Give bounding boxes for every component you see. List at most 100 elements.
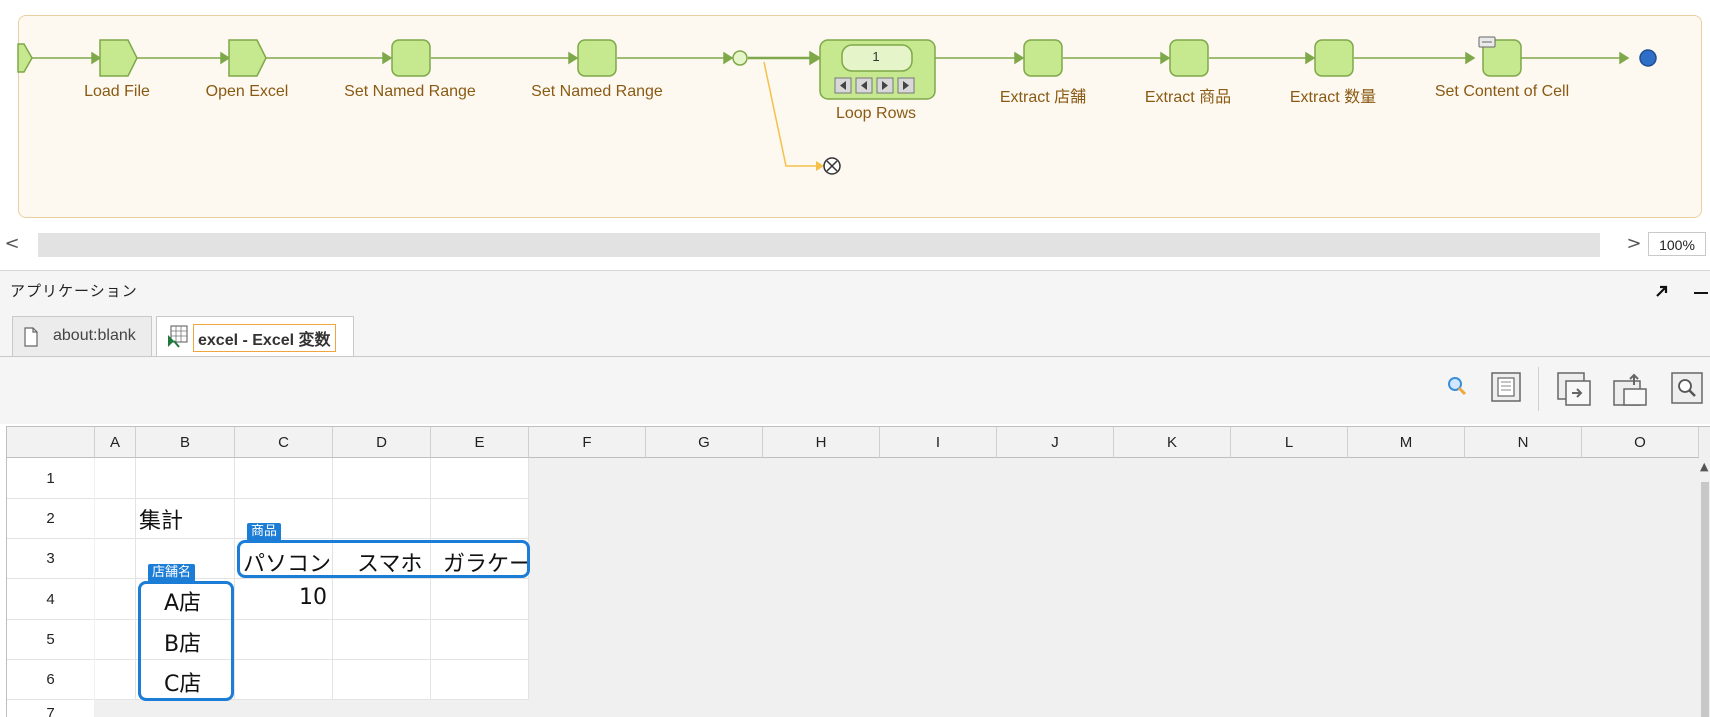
cell-d2[interactable]: [333, 499, 431, 539]
cell-e3[interactable]: ガラケー: [431, 539, 531, 579]
step-node: [391, 39, 431, 77]
minimize-icon[interactable]: [1694, 292, 1708, 294]
loop-counter: 1: [872, 49, 880, 64]
maximize-icon[interactable]: [1654, 283, 1670, 299]
step-label-set-content-of-cell: Set Content of Cell: [1434, 83, 1570, 100]
cell-c4[interactable]: 10: [235, 579, 333, 620]
cell-e6[interactable]: [431, 660, 529, 700]
row-header[interactable]: 5: [7, 620, 94, 660]
branch-point: [732, 50, 748, 66]
row-header[interactable]: 7: [7, 700, 94, 717]
scroll-thumb[interactable]: [1701, 482, 1709, 717]
cell-a6[interactable]: [95, 660, 136, 700]
cell-e4[interactable]: [431, 579, 529, 620]
cell-b2[interactable]: 集計: [136, 499, 235, 539]
column-header[interactable]: K: [1114, 427, 1231, 458]
column-header[interactable]: G: [646, 427, 763, 458]
step-label-extract-quantity: Extract 数量: [1289, 89, 1377, 106]
page-icon: [24, 327, 38, 347]
toolbar-divider: [1538, 367, 1539, 411]
tab-bar: about:blank excel - Excel 変数: [0, 310, 1710, 357]
step-node: [99, 39, 138, 77]
cell-d6[interactable]: [333, 660, 431, 700]
column-header[interactable]: O: [1582, 427, 1699, 458]
step-node: [1169, 39, 1209, 77]
row-header[interactable]: 3: [7, 539, 94, 579]
row-header[interactable]: 6: [7, 660, 94, 700]
corner-header: [7, 427, 95, 458]
step-label-loop-rows: Loop Rows: [835, 105, 917, 122]
cell-a5[interactable]: [95, 620, 136, 660]
workflow-canvas[interactable]: Load File Open Excel Set Named Range Set…: [0, 0, 1710, 228]
step-label-open-excel: Open Excel: [205, 83, 289, 100]
step-label-extract-product: Extract 商品: [1144, 89, 1232, 106]
zoom-level[interactable]: 100%: [1648, 232, 1706, 256]
zoom-window-icon[interactable]: [1670, 371, 1706, 407]
column-header[interactable]: F: [529, 427, 646, 458]
cell-e1[interactable]: [431, 458, 529, 499]
cell-a1[interactable]: [95, 458, 136, 499]
row-header[interactable]: 1: [7, 458, 94, 499]
application-panel-header: アプリケーション: [0, 270, 1710, 311]
cell-a4[interactable]: [95, 579, 136, 620]
cell-d5[interactable]: [333, 620, 431, 660]
window-import-icon[interactable]: [1556, 371, 1592, 407]
step-node: [1314, 39, 1354, 77]
cell-d3[interactable]: スマホ: [333, 539, 431, 579]
tab-about-blank[interactable]: about:blank: [12, 316, 152, 356]
scroll-track[interactable]: [38, 233, 1600, 257]
column-header[interactable]: N: [1465, 427, 1582, 458]
cell-c3[interactable]: パソコン: [235, 539, 333, 579]
excel-sheet-icon: [168, 325, 188, 348]
cell-d4[interactable]: [333, 579, 431, 620]
step-node: [228, 39, 267, 77]
tab-excel[interactable]: excel - Excel 変数: [156, 316, 354, 356]
page-view-icon[interactable]: [1490, 371, 1522, 403]
column-header[interactable]: B: [136, 427, 235, 458]
row-header[interactable]: 2: [7, 499, 94, 539]
column-header[interactable]: E: [431, 427, 529, 458]
step-node: [577, 39, 617, 77]
column-header[interactable]: D: [333, 427, 431, 458]
scroll-right-button[interactable]: >: [1626, 233, 1642, 254]
scroll-up-icon[interactable]: ▲: [1700, 460, 1709, 473]
panel-title: アプリケーション: [10, 282, 138, 300]
column-header[interactable]: H: [763, 427, 880, 458]
column-header[interactable]: J: [997, 427, 1114, 458]
cell-c1[interactable]: [235, 458, 333, 499]
cell-d1[interactable]: [333, 458, 431, 499]
spreadsheet[interactable]: A B C D E F G H I J K L M N O 1 2 3 4 5 …: [6, 426, 1710, 717]
cell-b1[interactable]: [136, 458, 235, 499]
magnifier-icon[interactable]: [1442, 371, 1474, 403]
tab-label: excel - Excel 変数: [193, 324, 336, 352]
step-label-extract-store: Extract 店舗: [999, 89, 1087, 106]
vertical-scrollbar[interactable]: ▲: [1699, 458, 1710, 717]
cell-b6[interactable]: C店: [136, 660, 235, 700]
step-label-set-named-range-1: Set Named Range: [344, 83, 476, 100]
row-header[interactable]: 4: [7, 579, 94, 620]
column-header[interactable]: I: [880, 427, 997, 458]
horizontal-scrollbar[interactable]: < > 100%: [0, 229, 1710, 261]
cell-c2[interactable]: [235, 499, 333, 539]
cell-a3[interactable]: [95, 539, 136, 579]
cell-a2[interactable]: [95, 499, 136, 539]
window-export-icon[interactable]: [1612, 371, 1648, 407]
cell-c6[interactable]: [235, 660, 333, 700]
step-node: [1023, 39, 1063, 77]
cell-b5[interactable]: B店: [136, 620, 235, 660]
scroll-left-button[interactable]: <: [4, 233, 20, 254]
tab-label: about:blank: [53, 327, 136, 344]
cell-c5[interactable]: [235, 620, 333, 660]
cell-e5[interactable]: [431, 620, 529, 660]
step-label-set-named-range-2: Set Named Range: [531, 83, 663, 100]
workflow-diagram: [17, 36, 1657, 175]
column-header[interactable]: A: [95, 427, 136, 458]
column-header[interactable]: M: [1348, 427, 1465, 458]
column-header[interactable]: L: [1231, 427, 1348, 458]
cell-b4[interactable]: A店: [136, 579, 235, 620]
browser-toolbar: [0, 357, 1710, 424]
cell-e2[interactable]: [431, 499, 529, 539]
column-header[interactable]: C: [235, 427, 333, 458]
end-node: [1639, 49, 1657, 67]
named-range-store-tag: 店舗名: [148, 564, 196, 582]
